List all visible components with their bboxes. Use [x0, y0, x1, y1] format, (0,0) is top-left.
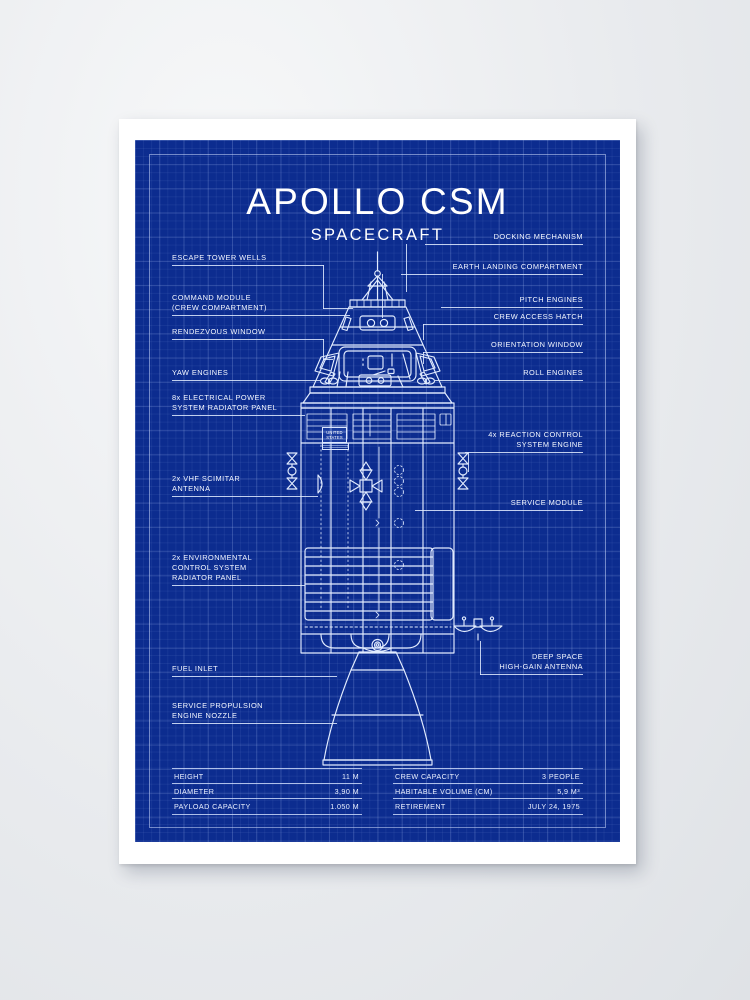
spec-value: 11 M [341, 771, 359, 781]
rcs-engine-right [457, 452, 469, 490]
rule-rendezvous-window [172, 339, 324, 340]
yaw-engine-pair-right [416, 377, 436, 385]
aft-skirt [320, 633, 422, 653]
environmental-control-radiator-panel [304, 547, 434, 621]
spec-row-payload-capacity: PAYLOAD CAPACITY 1.050 M [172, 799, 362, 815]
blueprint-sheet: APOLLO CSM SPACECRAFT [135, 140, 620, 842]
callout-crew-access-hatch: CREW ACCESS HATCH [493, 312, 583, 321]
docking-mechanism-drawing [349, 251, 406, 308]
callout-roll-engines: ROLL ENGINES [523, 368, 583, 377]
callout-electrical-power-radiator: 8x ELECTRICAL POWER SYSTEM RADIATOR PANE… [172, 393, 278, 413]
rcs-quad-center [349, 461, 383, 511]
rule-service-module [415, 510, 583, 511]
spec-value: 5,9 M³ [557, 786, 580, 796]
spec-table-right: CREW CAPACITY 3 PEOPLE HABITABLE VOLUME … [393, 768, 583, 815]
cm-sm-interstage [300, 386, 455, 409]
callout-docking-mechanism: DOCKING MECHANISM [493, 232, 583, 241]
rule-command-module [172, 315, 350, 316]
deep-space-high-gain-antenna [453, 616, 503, 641]
spec-key: PAYLOAD CAPACITY [174, 801, 251, 811]
callout-service-module: SERVICE MODULE [510, 498, 583, 507]
spec-key: DIAMETER [174, 786, 215, 796]
apollo-csm-drawing [286, 251, 503, 766]
spec-value: 3,90 M [334, 786, 359, 796]
lead-docking-mechanism [406, 244, 407, 292]
rule-docking-mechanism [425, 244, 583, 245]
rcs-engine-left [286, 452, 298, 490]
callout-fuel-inlet: FUEL INLET [172, 664, 219, 673]
service-module-body [286, 407, 469, 654]
rule-environmental-control-radiator [172, 585, 305, 586]
rule-fuel-inlet [172, 676, 337, 677]
service-propulsion-engine-nozzle [322, 651, 433, 766]
lead-earth-landing-compartment [382, 274, 383, 318]
spec-key: HEIGHT [174, 771, 204, 781]
callout-vhf-scimitar-antenna: 2x VHF SCIMITAR ANTENNA [172, 474, 241, 494]
lead-reaction-control-engine [468, 452, 469, 472]
callout-command-module: COMMAND MODULE (CREW COMPARTMENT) [172, 293, 267, 313]
rule-service-propulsion-nozzle [172, 723, 337, 724]
rule-electrical-power-radiator [172, 415, 305, 416]
spec-value: 3 PEOPLE [542, 771, 580, 781]
rule-crew-access-hatch [423, 324, 583, 325]
callout-service-propulsion-nozzle: SERVICE PROPULSION ENGINE NOZZLE [172, 701, 263, 721]
callout-yaw-engines: YAW ENGINES [172, 368, 229, 377]
page-title: APOLLO CSM [246, 181, 509, 222]
spec-row-crew-capacity: CREW CAPACITY 3 PEOPLE [393, 768, 583, 785]
spec-table-left: HEIGHT 11 M DIAMETER 3,90 M PAYLOAD CAPA… [172, 768, 362, 815]
decal-line-1: UNITED [326, 430, 343, 435]
callout-orientation-window: ORIENTATION WINDOW [491, 340, 583, 349]
page-subtitle: SPACECRAFT [310, 226, 445, 244]
command-module-cone [312, 306, 443, 388]
rule-yaw-engines [172, 380, 320, 381]
rule-roll-engines [435, 380, 583, 381]
spec-row-habitable-volume: HABITABLE VOLUME (CM) 5,9 M³ [393, 784, 583, 800]
callout-rendezvous-window: RENDEZVOUS WINDOW [172, 327, 266, 336]
lead-orientation-window [423, 352, 424, 364]
rule-escape-tower-wells [172, 265, 324, 266]
lead-rendezvous-window [323, 339, 324, 360]
callout-reaction-control-engine: 4x REACTION CONTROL SYSTEM ENGINE [488, 430, 583, 450]
spec-key: RETIREMENT [395, 801, 446, 811]
callout-pitch-engines: PITCH ENGINES [519, 295, 583, 304]
rule-reaction-control-engine [465, 452, 583, 453]
rule-deep-space-antenna [480, 674, 583, 675]
vhf-scimitar-antenna [317, 474, 323, 494]
decal-line-2: STATES [326, 435, 343, 441]
lead2-escape-tower-wells [323, 308, 353, 309]
spec-row-diameter: DIAMETER 3,90 M [172, 784, 362, 800]
rule-pitch-engines [441, 307, 583, 308]
callout-escape-tower-wells: ESCAPE TOWER WELLS [172, 253, 267, 262]
lead2-rendezvous-window [323, 359, 333, 360]
spec-row-height: HEIGHT 11 M [172, 768, 362, 785]
yaw-engine-pair-left [319, 377, 339, 385]
callout-earth-landing-compartment: EARTH LANDING COMPARTMENT [452, 262, 583, 271]
spec-value: JULY 24, 1975 [527, 801, 580, 811]
rule-vhf-scimitar-antenna [172, 496, 318, 497]
callout-deep-space-antenna: DEEP SPACE HIGH-GAIN ANTENNA [499, 652, 583, 672]
lead-deep-space-antenna [480, 641, 481, 675]
united-states-decal: UNITED STATES [322, 427, 347, 443]
spec-key: HABITABLE VOLUME (CM) [395, 786, 493, 796]
spec-key: CREW CAPACITY [395, 771, 460, 781]
flag-stripes [322, 443, 349, 450]
poster: APOLLO CSM SPACECRAFT [119, 119, 636, 864]
spec-value: 1.050 M [330, 801, 359, 811]
lead-escape-tower-wells [323, 265, 324, 309]
rule-earth-landing-compartment [401, 274, 583, 275]
spec-row-retirement: RETIREMENT JULY 24, 1975 [393, 799, 583, 815]
rule-orientation-window [423, 352, 583, 353]
lead-crew-access-hatch [423, 324, 424, 340]
callout-environmental-control-radiator: 2x ENVIRONMENTAL CONTROL SYSTEM RADIATOR… [172, 553, 253, 583]
